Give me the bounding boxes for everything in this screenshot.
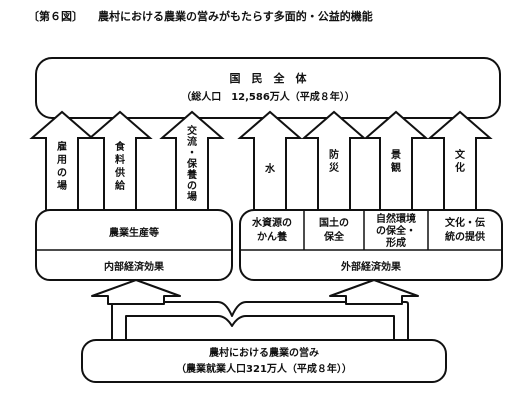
- environment-line1: 自然環境: [376, 212, 416, 225]
- water-resource-line1: 水資源の: [251, 216, 292, 229]
- environment-line2: の保全・: [376, 224, 416, 237]
- arrow-label-culture: 文化: [455, 148, 466, 174]
- land-conservation-line1: 国土の: [319, 216, 349, 229]
- arrow-label-disaster-prevention: 防災: [328, 148, 340, 174]
- national-population-box: [35, 57, 501, 119]
- agricultural-production-label: 農業生産等: [109, 226, 159, 239]
- arrow-food-supply: [87, 110, 153, 214]
- arrow-water: [237, 110, 303, 214]
- national-population-count: （総人口 12,586万人（平成８年））: [181, 90, 355, 103]
- connector-arrows: [91, 279, 419, 342]
- arrow-label-landscape: 景観: [391, 149, 401, 174]
- arrow-exchange-recreation: [159, 110, 225, 214]
- rural-agriculture-label: 農村における農業の営み: [209, 346, 319, 359]
- internal-economic-effect-label: 内部経済効果: [104, 260, 165, 273]
- figure-number: 〔第６図〕: [28, 9, 83, 23]
- farm-population-label: （農業就業人口321万人（平成８年））: [176, 362, 352, 375]
- arrow-label-food-supply: 食料供給: [114, 140, 126, 192]
- culture-tradition-line2: 統の提供: [445, 230, 485, 243]
- water-resource-line2: かん養: [257, 230, 287, 243]
- culture-tradition-line1: 文化・伝: [445, 216, 485, 229]
- national-population-label: 国 民 全 体: [230, 71, 308, 85]
- rural-agriculture-box: [81, 339, 447, 383]
- environment-line3: 形成: [386, 236, 406, 249]
- arrow-employment: [29, 110, 95, 214]
- arrow-landscape: [363, 110, 429, 214]
- arrow-disaster-prevention: [301, 110, 367, 214]
- arrow-label-water: 水: [264, 162, 276, 175]
- arrow-culture: [427, 110, 493, 214]
- figure-title: 農村における農業の営みがもたらす多面的・公益的機能: [98, 9, 373, 23]
- arrow-label-employment: 雇用の場: [56, 140, 67, 192]
- external-economy-box: [239, 209, 503, 281]
- land-conservation-line2: 保全: [323, 230, 345, 243]
- external-economic-effect-label: 外部経済効果: [340, 260, 402, 273]
- arrow-label-exchange-recreation: 交流・保養の場: [186, 124, 198, 203]
